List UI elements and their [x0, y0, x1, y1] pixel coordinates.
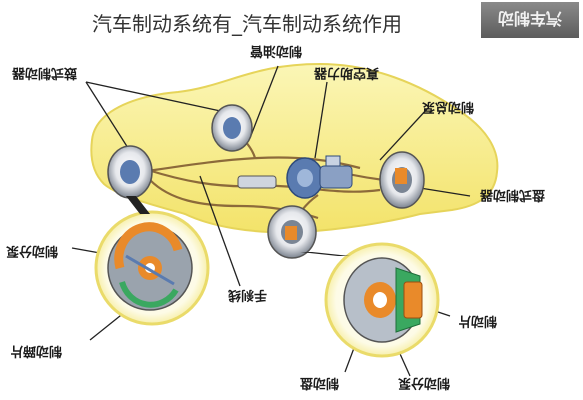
wheel-rear-right — [379, 151, 425, 209]
vacuum-booster-assembly — [237, 155, 353, 199]
label-handbrake: 手刹线 — [228, 287, 268, 302]
label-vacuum-booster: 真空助力器 — [314, 65, 380, 80]
page-title: 汽车制动系统有_汽车制动系统作用 — [92, 12, 402, 36]
wheel-front-right — [211, 104, 253, 152]
label-brake-disc: 制动盘 — [300, 375, 340, 390]
label-brake-shoe: 制动蹄片 — [10, 343, 63, 358]
label-wheel-cylinder-right: 制动分泵 — [398, 375, 451, 390]
label-brake-pad: 制动片 — [458, 313, 498, 328]
brand-text: 汽车制动 — [497, 9, 562, 28]
wheel-rear-left — [267, 205, 317, 259]
wheel-front-left — [107, 145, 153, 199]
label-brake-pipe: 制动油管 — [250, 43, 303, 58]
brand-badge: 汽车制动 — [481, 2, 579, 38]
zoom-connectors — [126, 196, 350, 256]
drum-brake-detail — [94, 210, 210, 326]
disc-brake-detail — [324, 242, 440, 358]
label-wheel-cylinder-left: 制动分泵 — [6, 243, 59, 258]
label-disc-brake: 盘式制动器 — [480, 187, 546, 202]
label-drum-brake: 鼓式制动器 — [12, 65, 78, 80]
label-master-cylinder: 制动总泵 — [422, 99, 475, 114]
